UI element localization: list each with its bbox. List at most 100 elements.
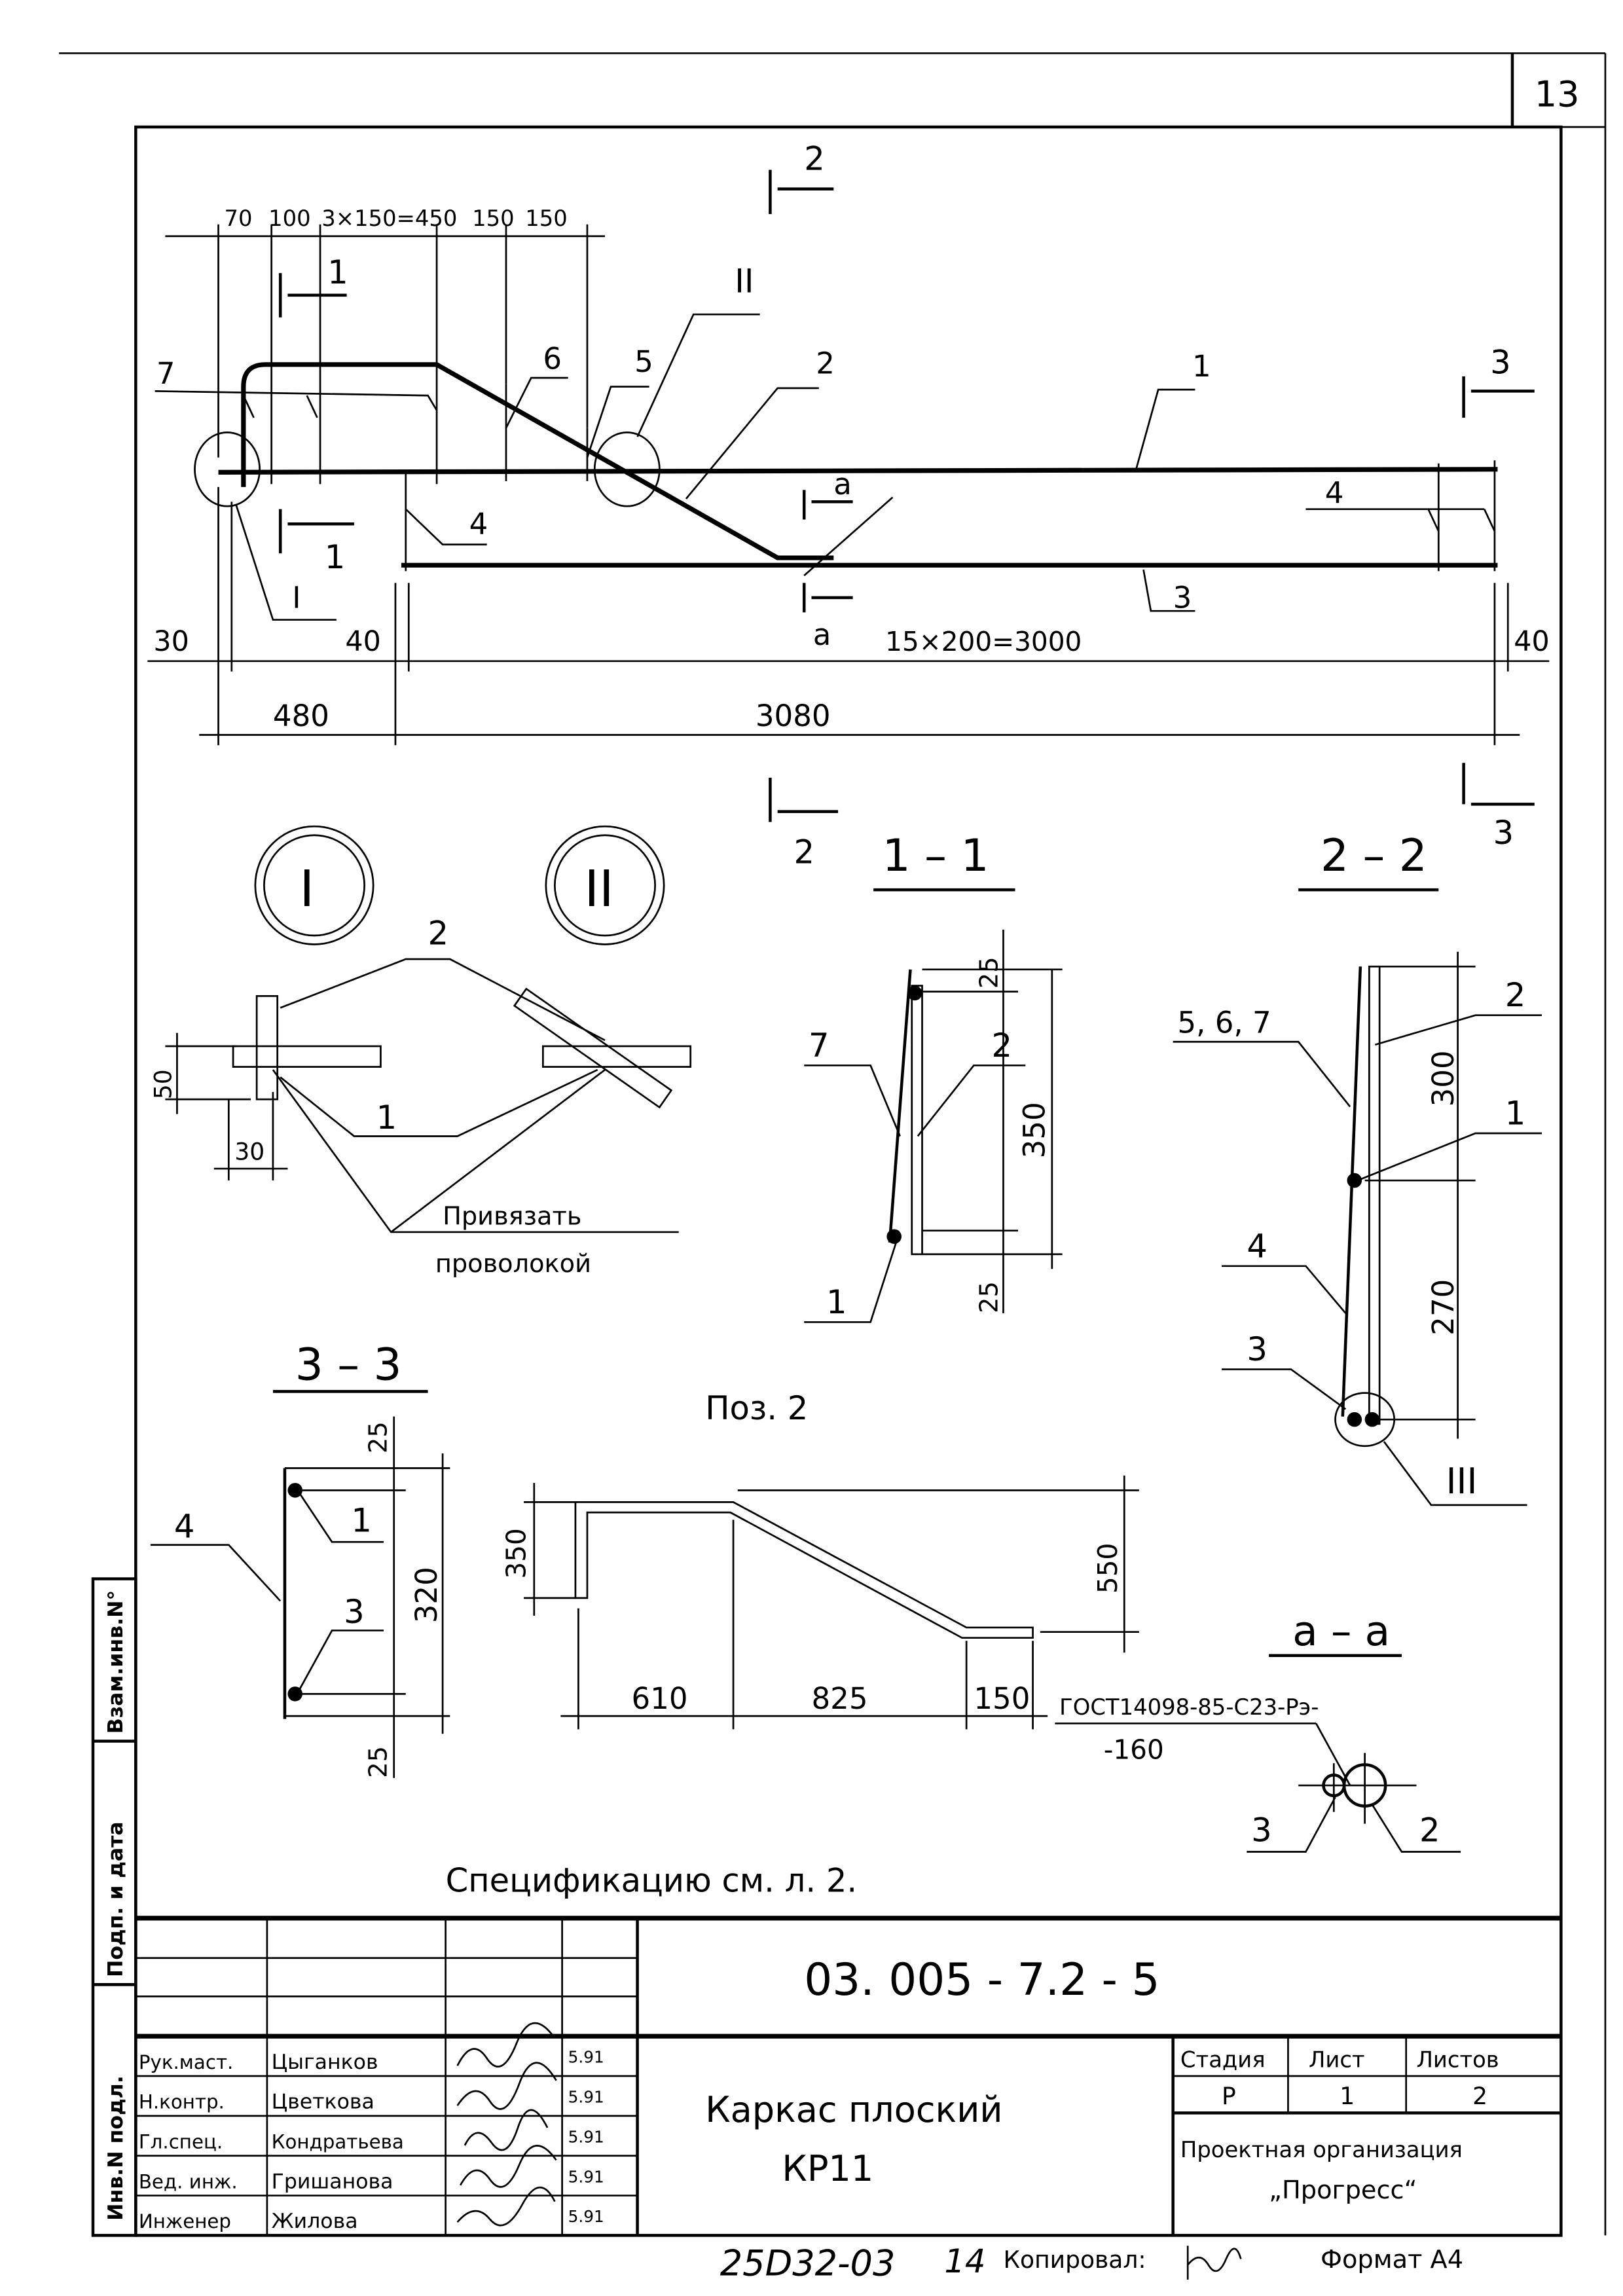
- s33-dim-main: 320: [409, 1567, 444, 1623]
- s11-pos-1: 1: [826, 1283, 847, 1321]
- section-3-3: 3 – 3 25 320 25 4 1 3: [150, 1338, 450, 1778]
- svg-text:3: 3: [1490, 343, 1511, 381]
- staff-date: 5.91: [568, 2127, 604, 2146]
- s33-dim-top: 25: [363, 1421, 393, 1453]
- staff-date: 5.91: [568, 2207, 604, 2226]
- sheet-frame: 13: [59, 52, 1607, 2237]
- stamp-inv-podl: Инв.N подл.: [104, 2075, 128, 2221]
- rods-5-6-7: [270, 364, 589, 484]
- staff-date: 5.91: [568, 2088, 604, 2107]
- org-line-1: Проектная организация: [1180, 2137, 1463, 2162]
- svg-text:1: 1: [325, 538, 346, 576]
- spec-note: Спецификацию см. л. 2.: [446, 1861, 858, 1899]
- rod-2: [241, 362, 834, 560]
- s11-dim-main: 350: [1017, 1102, 1052, 1158]
- pos-4-right: 4: [1325, 476, 1344, 511]
- s11-pos-2: 2: [991, 1027, 1012, 1065]
- footer-inventory: 25D32-03: [720, 2242, 896, 2284]
- s11-dim-bottom: 25: [974, 1281, 1004, 1313]
- dim-3000: 15×200=3000: [885, 626, 1082, 657]
- pos2-dim-610: 610: [632, 1681, 688, 1716]
- pos-1: 1: [1192, 349, 1211, 384]
- title-line-1: Каркас плоский: [705, 2089, 1002, 2130]
- dim-3080: 3080: [756, 699, 831, 733]
- footer: 25D32-03 14 Копировал: Формат А4: [720, 2242, 1463, 2284]
- s22-dim-top: 300: [1426, 1050, 1461, 1106]
- section-2-2-title: 2 – 2: [1321, 829, 1427, 881]
- value-stage: Р: [1222, 2083, 1236, 2110]
- section-3-3-title: 3 – 3: [295, 1338, 402, 1390]
- section-1-1: 1 – 1 25 350 25 7 2 1: [804, 829, 1063, 1323]
- svg-text:2: 2: [793, 833, 814, 871]
- svg-text:а: а: [833, 467, 852, 501]
- sheet-number: 13: [1535, 73, 1580, 115]
- detail-pos-2: 2: [428, 914, 449, 952]
- pos-4-left: 4: [469, 507, 488, 541]
- stamp-podp-data: Подп. и дата: [104, 1821, 128, 1977]
- detail-2-label: II: [584, 860, 613, 919]
- s22-pos-1: 1: [1505, 1094, 1526, 1132]
- staff-date: 5.91: [568, 2048, 604, 2067]
- pos2-dim-825: 825: [812, 1681, 868, 1716]
- detail-1-circle: [194, 431, 261, 507]
- dim-100: 100: [268, 206, 311, 231]
- pos-3: 3: [1173, 581, 1192, 615]
- s22-pos-567: 5, 6, 7: [1177, 1006, 1271, 1040]
- s22-pos-3: 3: [1247, 1330, 1267, 1368]
- doc-code: 03. 005 - 7.2 - 5: [804, 1954, 1159, 2005]
- details-i-ii: I II 2 1 Привязать проволокой 50 30: [149, 825, 692, 1279]
- detail-1-label: I: [299, 860, 314, 919]
- detail-2-circle: [593, 431, 661, 507]
- s11-pos-7: 7: [809, 1027, 830, 1065]
- s33-dim-bottom: 25: [363, 1746, 393, 1778]
- detail-dim-50: 50: [149, 1069, 177, 1099]
- footer-number: 14: [944, 2242, 985, 2280]
- copyist-signature: [1186, 2246, 1242, 2280]
- pos-5: 5: [634, 344, 653, 379]
- title-line-2: КР11: [782, 2148, 873, 2189]
- dim-30: 30: [153, 625, 189, 658]
- main-view: 70 100 3×150=450 150 150 7 6 5 2 1 4 4 3…: [147, 139, 1550, 871]
- signatures: [456, 2022, 557, 2227]
- pos-2-shape: Поз. 2 350 550 610 825 150: [500, 1389, 1139, 1730]
- s22-detail-3: III: [1446, 1461, 1478, 1502]
- staff-name: Гришанова: [272, 2170, 393, 2193]
- svg-text:а: а: [813, 617, 831, 652]
- svg-text:1: 1: [327, 253, 348, 291]
- detail-dim-30: 30: [234, 1139, 264, 1166]
- s22-pos-2: 2: [1505, 976, 1526, 1014]
- header-sheet: Лист: [1309, 2047, 1365, 2073]
- dim-150a: 150: [472, 206, 515, 231]
- section-a-a: а – а ГОСТ14098-85-С23-Рэ- -160 3 2: [1055, 1607, 1461, 1853]
- side-stamp: Инв.N подл. Подп. и дата Взам.инв.N°: [91, 1577, 137, 2237]
- staff-name: Жилова: [272, 2210, 358, 2233]
- header-sheets: Листов: [1416, 2047, 1499, 2073]
- dim-450: 3×150=450: [321, 206, 457, 231]
- staff-name: Цыганков: [272, 2050, 378, 2074]
- value-sheet: 1: [1340, 2083, 1355, 2110]
- pos-2-title: Поз. 2: [705, 1389, 808, 1427]
- org-line-2: „Прогресс“: [1269, 2176, 1417, 2205]
- dim-40-right: 40: [1514, 625, 1549, 658]
- title-block: 03. 005 - 7.2 - 5 Каркас плоский КР11 Ст…: [136, 1916, 1561, 2236]
- dim-150b: 150: [525, 206, 568, 231]
- rod-1: [218, 467, 1498, 475]
- pos2-dim-150: 150: [974, 1681, 1030, 1716]
- section-2-2: 2 – 2 300 270 5, 6, 7 2 1 4 3 III: [1173, 829, 1542, 1506]
- s33-pos-3: 3: [344, 1593, 365, 1631]
- pos-6: 6: [543, 342, 562, 376]
- staff-name: Цветкова: [272, 2090, 374, 2114]
- s22-pos-4: 4: [1247, 1227, 1267, 1265]
- s33-pos-4: 4: [174, 1507, 195, 1545]
- svg-text:70 100 3×150=450: 70 100 3×150=450 150 150: [225, 206, 568, 231]
- s22-dim-bottom: 270: [1426, 1279, 1461, 1336]
- header-stage: Стадия: [1180, 2047, 1266, 2073]
- aa-pos-3: 3: [1251, 1812, 1272, 1850]
- s11-dim-top: 25: [974, 957, 1004, 989]
- note-line-2: проволокой: [435, 1249, 591, 1279]
- detail-pos-1: 1: [376, 1099, 397, 1137]
- aa-pos-2: 2: [1419, 1812, 1440, 1850]
- pos2-dim-550: 550: [1092, 1543, 1123, 1594]
- s33-pos-1: 1: [351, 1501, 372, 1539]
